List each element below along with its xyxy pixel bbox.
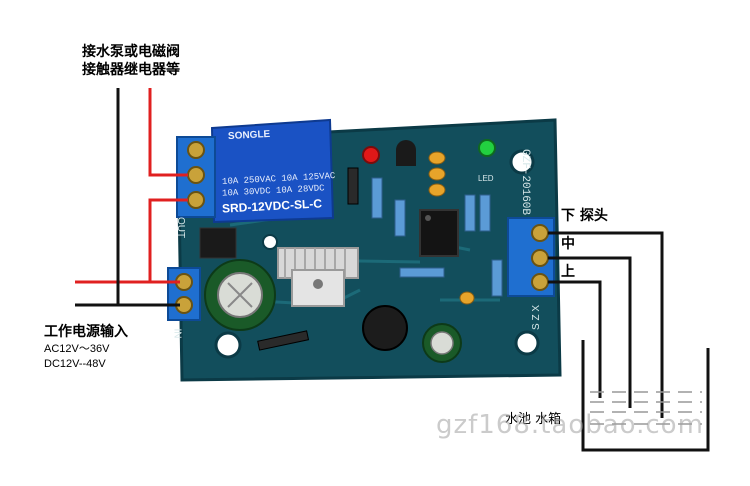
silk-in: IN xyxy=(171,328,183,339)
silk-board-id: GZF-20160B xyxy=(519,148,532,216)
resistors xyxy=(257,167,503,351)
output-terminal-block xyxy=(176,136,216,218)
small-capacitor xyxy=(422,323,462,363)
transistors xyxy=(199,140,416,259)
red-led xyxy=(362,146,380,164)
silk-led: LED xyxy=(478,174,494,183)
ceramic-capacitors xyxy=(428,151,475,305)
silk-sxz: S Z X xyxy=(531,304,543,331)
input-terminal-block xyxy=(167,267,201,321)
load-label-line1: 接水泵或电磁阀 xyxy=(82,44,180,60)
heatsink xyxy=(277,247,359,307)
probe-label-low: 下 探头 xyxy=(561,208,608,224)
red-wires xyxy=(75,88,188,284)
probe-label-mid: 中 xyxy=(561,236,575,252)
power-input-dc: DC12V--48V xyxy=(44,358,106,370)
tank-label: 水池 水箱 xyxy=(505,412,562,427)
probe-label-high: 上 xyxy=(561,264,575,280)
ic-chip xyxy=(419,209,459,257)
load-label-line2: 接触器继电器等 xyxy=(82,62,180,78)
green-led xyxy=(478,139,496,157)
power-input-title: 工作电源输入 xyxy=(44,324,128,340)
silk-out: OUT xyxy=(175,216,187,239)
probe-terminal-block xyxy=(507,217,555,297)
large-capacitor xyxy=(204,259,276,331)
inductor xyxy=(362,305,408,351)
power-input-ac: AC12V～36V xyxy=(44,343,110,355)
black-wires xyxy=(75,88,664,418)
relay-brand: SONGLE xyxy=(227,128,271,143)
watermark: gzf168.taobao.com xyxy=(436,410,704,440)
water-tank xyxy=(581,340,710,452)
